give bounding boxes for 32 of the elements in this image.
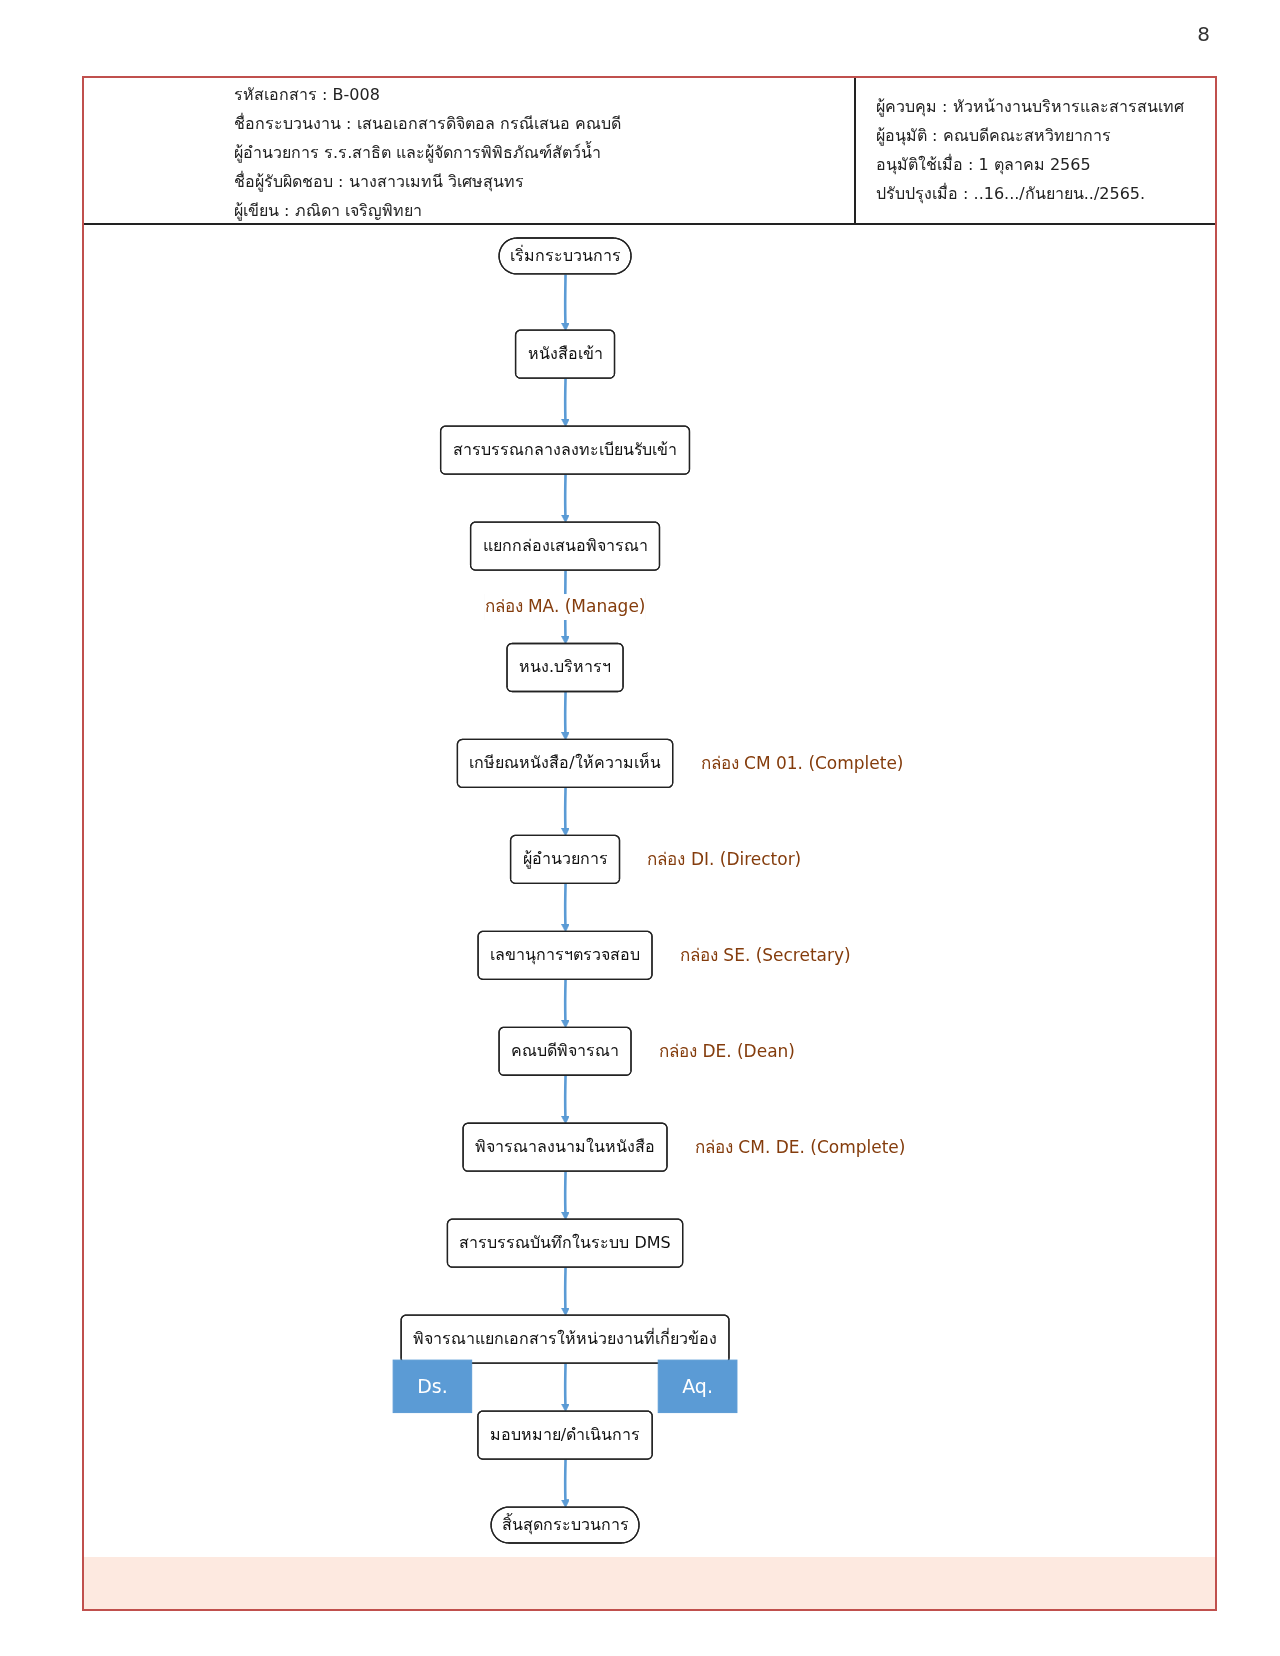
tag-box: Aq. bbox=[657, 1359, 738, 1414]
box-caption: กล่อง CM 01. (Complete) bbox=[700, 753, 904, 774]
process-box: เกษียณหนังสือ/ให้ความเห็น bbox=[456, 738, 674, 789]
box-caption: กล่อง SE. (Secretary) bbox=[680, 945, 851, 966]
header-text: ชื่อกระบวนงาน : เสนอเอกสารดิจิตอล กรณีเสนอ คณบดี bbox=[234, 112, 622, 135]
process-box: พิจารณาลงนามในหนังสือ bbox=[462, 1122, 668, 1172]
process-box: ผู้อำนวยการ bbox=[510, 834, 621, 885]
process-box: พิจารณาแยกเอกสารให้หน่วยงานที่เกี่ยวข้อง bbox=[400, 1314, 730, 1364]
process-box: มอบหมาย/ดำเนินการ bbox=[477, 1410, 654, 1460]
terminal-box: เริ่มกระบวนการ bbox=[498, 237, 632, 275]
header-text: อนุมัติใช้เมื่อ : 1 ตุลาคม 2565 bbox=[876, 153, 1092, 177]
box-caption: กล่อง DI. (Director) bbox=[647, 849, 802, 870]
box-caption: กล่อง CM. DE. (Complete) bbox=[695, 1137, 906, 1158]
process-box: หนง.บริหารฯ bbox=[506, 642, 624, 693]
header-text: ชื่อผู้รับผิดชอบ : นางสาวเมทนี วิเศษสุนทร bbox=[234, 170, 525, 194]
header-text: ผู้เขียน : ภณิดา เจริญพิทยา bbox=[234, 200, 423, 223]
process-box: แยกกล่องเสนอพิจารณา bbox=[470, 521, 661, 571]
box-caption: กล่อง DE. (Dean) bbox=[659, 1041, 796, 1062]
header-text: ผู้ควบคุม : หัวหน้างานบริหารและสารสนเทศ bbox=[876, 96, 1185, 119]
edge-label: กล่อง MA. (Manage) bbox=[484, 594, 646, 620]
process-box: คณบดีพิจารณา bbox=[498, 1026, 632, 1076]
process-box: สารบรรณบันทึกในระบบ DMS bbox=[446, 1218, 684, 1268]
terminal-box: สิ้นสุดกระบวนการ bbox=[490, 1506, 640, 1544]
header-text: ผู้อนุมัติ : คณบดีคณะสหวิทยาการ bbox=[876, 125, 1112, 148]
process-box: เลขานุการฯตรวจสอบ bbox=[477, 930, 653, 980]
tag-box: Ds. bbox=[392, 1359, 473, 1414]
process-box: สารบรรณกลางลงทะเบียนรับเข้า bbox=[440, 425, 691, 475]
process-box: หนังสือเข้า bbox=[515, 329, 616, 379]
header-text: รหัสเอกสาร : B-008 bbox=[234, 84, 381, 106]
header-text: ปรับปรุงเมื่อ : ..16.../กันยายน../2565. bbox=[876, 182, 1147, 206]
header-text: ผู้อำนวยการ ร.ร.สาธิต และผู้จัดการพิพิธภัณฑ์สัตว์น้ำ bbox=[234, 140, 603, 165]
page-number: 8 bbox=[1197, 22, 1210, 46]
